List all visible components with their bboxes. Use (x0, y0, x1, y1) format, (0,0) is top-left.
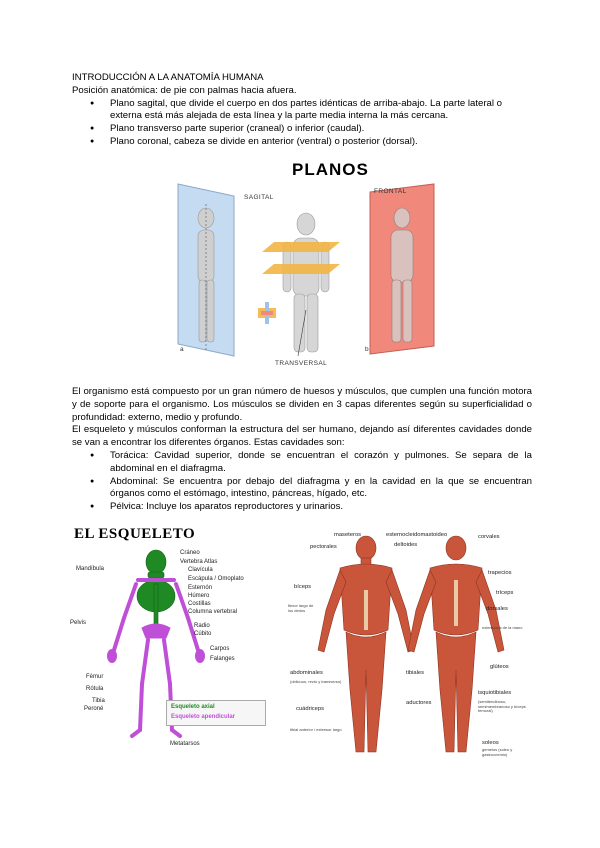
panel-a-label: a (180, 346, 185, 353)
label-metatarsos: Metatarsos (170, 741, 200, 747)
skeleton-figure: EL ESQUELETO Cráneo Vert (70, 524, 270, 754)
label-craneo: Cráneo (180, 550, 200, 556)
panel-b-label: b (365, 346, 370, 353)
label-vertebra-atlas: Vertebra Atlas (180, 559, 218, 565)
label-radio: Radio (194, 623, 210, 629)
frontal-label: FRONTAL (374, 188, 407, 195)
label-trapecios: trapecios (488, 570, 512, 576)
label-rotula: Rótula (86, 686, 104, 692)
figure-title: EL ESQUELETO (74, 526, 196, 542)
label-pelvis: Pelvis (70, 620, 87, 626)
body-section: El organismo está compuesto por un gran … (72, 386, 532, 514)
label-perone: Peroné (84, 706, 104, 712)
muscle-back-view (407, 535, 505, 753)
label-gemelos: gemelos (soleo y gastrocnemio) (482, 747, 513, 757)
label-flexor-largo: flexor largo de los dedos (288, 603, 314, 613)
label-tibiales: tibiales (406, 670, 425, 676)
cavidades-list: Torácica: Cavidad superior, donde se enc… (72, 450, 532, 514)
label-femur: Fémur (86, 674, 104, 680)
planos-illustration (177, 183, 435, 357)
figure-front-view (282, 212, 330, 353)
axial-skeleton (136, 549, 176, 629)
label-isquiotibiales-detail: (semitendinoso, semimembranoso y bíceps … (478, 699, 526, 714)
label-abdominales: abdominales (290, 670, 323, 676)
plane-icon (258, 302, 276, 324)
tendons (364, 580, 458, 630)
section-heading: INTRODUCCIÓN A LA ANATOMÍA HUMANA (72, 72, 264, 83)
label-isquiotibiales: isquiotibiales (478, 690, 512, 696)
label-esternon: Esternón (188, 585, 213, 591)
paragraph: El organismo está compuesto por un gran … (72, 386, 532, 423)
paragraph: El esqueleto y músculos conforman la est… (72, 424, 532, 449)
list-item: Plano transverso parte superior (craneal… (90, 123, 532, 136)
planos-list: Plano sagital, que divide el cuerpo en d… (72, 98, 532, 149)
transversal-plane-lower (262, 264, 340, 274)
label-escapula: Escápula / Omoplato (188, 576, 244, 582)
label-costillas: Costillas (188, 601, 211, 607)
legend-apendicular: Esqueleto apendicular (171, 714, 236, 720)
label-clavicula: Clavícula (188, 567, 213, 573)
label-cuadriceps: cuádriceps (296, 706, 325, 712)
figure-title: PLANOS (292, 160, 369, 179)
label-maseteros: maseteros (334, 532, 362, 538)
label-columna-vertebral: Columna vertebral (188, 609, 238, 615)
list-item: Plano sagital, que divide el cuerpo en d… (90, 98, 532, 124)
figure-back-view (390, 207, 414, 343)
skeleton-legend: Esqueleto axial Esqueleto apendicular (166, 700, 266, 726)
planos-figure: PLANOS (172, 160, 442, 370)
label-biceps: bíceps (294, 584, 312, 590)
label-abdominales-detail: (oblicuos, recto y transverso) (290, 679, 342, 684)
legend-axial: Esqueleto axial (171, 704, 215, 710)
label-mandibula: Mandíbula (76, 566, 105, 572)
label-pectorales: pectorales (310, 544, 337, 550)
label-deltoides: deltoides (394, 542, 418, 548)
muscle-front-view (317, 535, 415, 753)
sagital-label: SAGITAL (244, 194, 274, 201)
label-corvales: corvales (478, 534, 500, 540)
label-aductores: aductores (406, 700, 432, 706)
label-soleos: soleos (482, 740, 499, 746)
muscle-illustration (317, 535, 505, 753)
list-item: Plano coronal, cabeza se divide en anter… (90, 136, 532, 149)
list-item: Torácica: Cavidad superior, donde se enc… (90, 450, 532, 476)
skeleton-illustration (107, 549, 205, 738)
label-gluteos: glúteos (490, 664, 509, 670)
label-tibia: Tibia (92, 698, 105, 704)
label-extensores-mano: extensores de la mano (482, 625, 523, 630)
label-humero: Húmero (188, 593, 210, 599)
label-cubito: Cúbito (194, 631, 212, 637)
intro-section: INTRODUCCIÓN A LA ANATOMÍA HUMANA Posici… (72, 72, 532, 149)
transversal-label: TRANSVERSAL (275, 360, 328, 367)
transversal-plane-upper (262, 242, 340, 252)
label-triceps: tríceps (496, 590, 514, 596)
muscle-figure: maseteros esternocleidomastoideo deltoid… (282, 530, 532, 764)
label-dorsales: dorsales (486, 606, 508, 612)
label-carpos: Carpos (210, 646, 230, 652)
hand-bones (107, 649, 205, 663)
posicion-anatomica: Posición anatómica: de pie con palmas ha… (72, 84, 297, 96)
label-tibial-anterior: tibial anterior / extensor largo (290, 727, 342, 732)
list-item: Abdominal: Se encuentra por debajo del d… (90, 476, 532, 502)
label-esternocleidomastoideo: esternocleidomastoideo (386, 532, 448, 538)
list-item: Pélvica: Incluye los aparatos reproducto… (90, 501, 532, 514)
label-falanges: Falanges (210, 656, 235, 662)
